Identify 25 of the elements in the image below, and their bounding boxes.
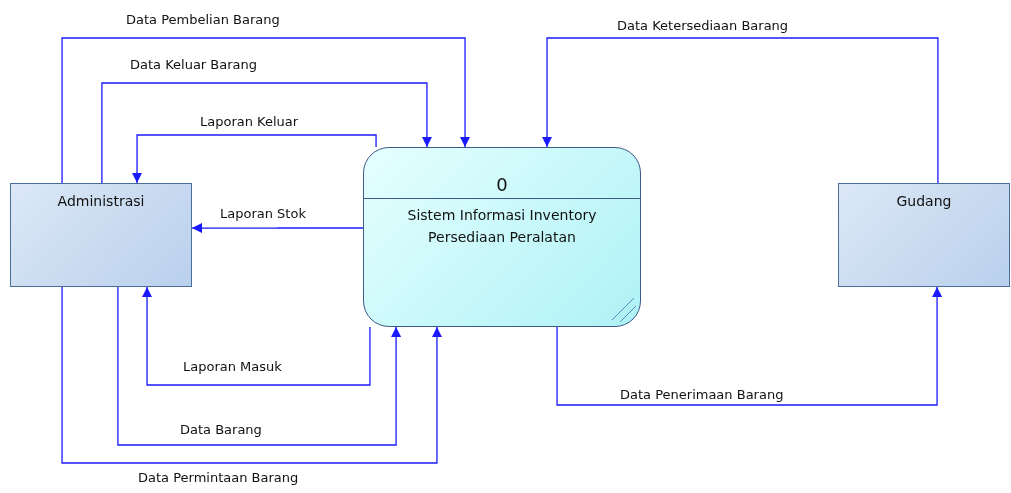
edge-label: Laporan Keluar — [200, 114, 299, 130]
data-flow-arrow — [61, 286, 442, 464]
data-flow-arrow — [556, 286, 943, 406]
data-flow-arrow — [142, 286, 371, 386]
edge-label: Data Barang — [180, 422, 262, 438]
entity-name: Administrasi — [56, 192, 146, 211]
process-name: Sistem Informasi Inventory Persediaan Peralatan — [406, 206, 598, 247]
external-entity-box — [10, 183, 192, 287]
data-flow-arrow — [101, 82, 432, 184]
edge-label: Data Pembelian Barang — [126, 12, 280, 28]
edge-label: Laporan Stok — [220, 206, 306, 222]
edge-label: Laporan Masuk — [183, 359, 282, 375]
data-flow-arrow — [61, 37, 471, 184]
process-number: 0 — [495, 174, 509, 196]
data-flow-arrow — [117, 286, 402, 446]
external-entity-box — [838, 183, 1010, 287]
data-flow-arrow — [542, 37, 939, 184]
edge-label: Data Keluar Barang — [130, 57, 258, 73]
edge-label: Data Penerimaan Barang — [620, 387, 784, 403]
entity-name: Gudang — [895, 192, 953, 211]
process-box — [363, 147, 641, 327]
data-flow-arrow — [132, 134, 377, 184]
edge-label: Data Permintaan Barang — [138, 470, 299, 486]
data-flow-arrow — [191, 223, 364, 234]
edge-label: Data Ketersediaan Barang — [617, 18, 789, 34]
